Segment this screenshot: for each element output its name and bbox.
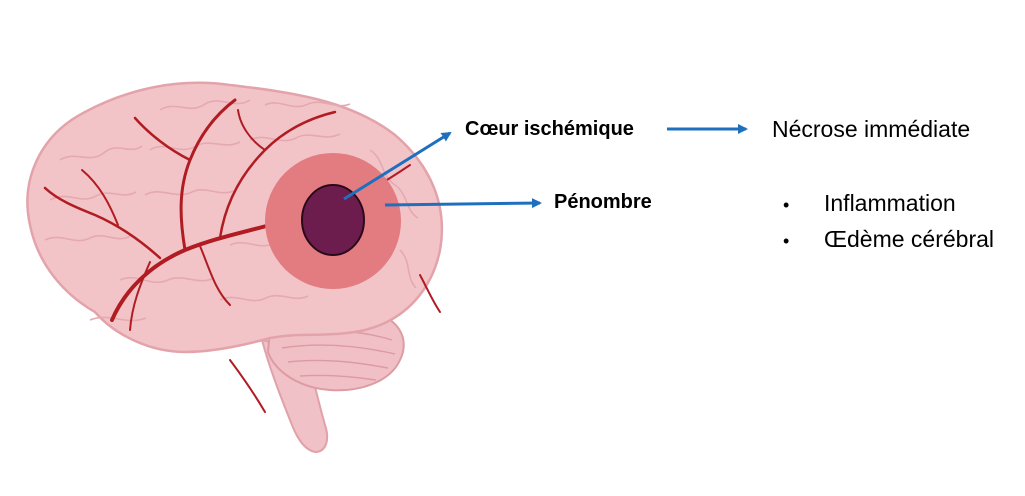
penumbra-label: Pénombre bbox=[554, 191, 652, 213]
gyri-folds bbox=[44, 99, 419, 322]
core-label: Cœur ischémique bbox=[465, 118, 634, 140]
bullet-icon: • bbox=[783, 231, 790, 251]
effect-edema: Œdème cérébral bbox=[824, 226, 995, 252]
arrow-penumbra-to-label bbox=[384, 198, 542, 209]
penumbra-effects-list: • Inflammation • Œdème cérébral bbox=[783, 190, 994, 262]
bullet-icon: • bbox=[783, 195, 790, 215]
list-item: • Inflammation bbox=[783, 190, 994, 226]
necrosis-label: Nécrose immédiate bbox=[772, 116, 971, 142]
ischemic-core bbox=[301, 184, 365, 256]
effect-inflammation: Inflammation bbox=[824, 190, 956, 216]
arrow-core-to-label bbox=[343, 131, 452, 201]
list-item: • Œdème cérébral bbox=[783, 226, 994, 262]
